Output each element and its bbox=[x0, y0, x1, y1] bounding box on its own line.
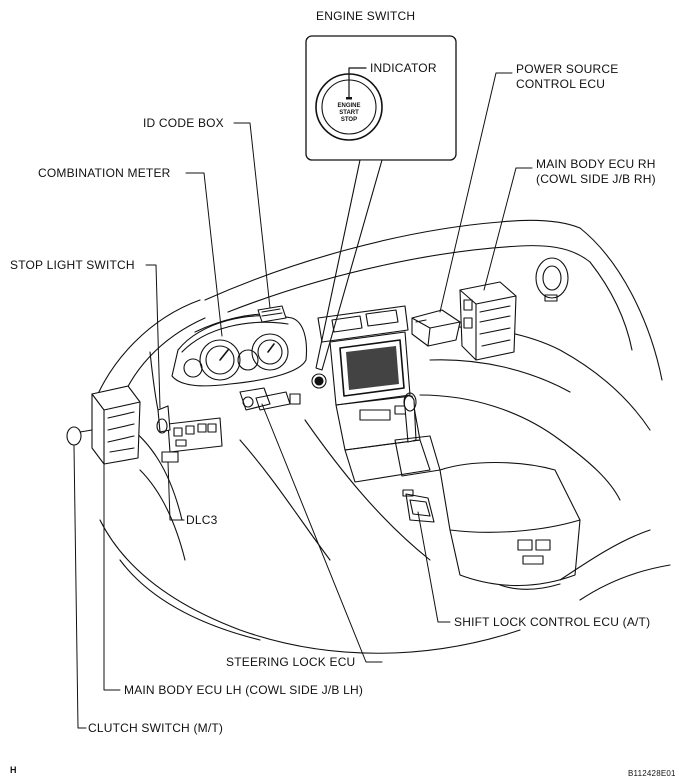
stop-light-switch-label: STOP LIGHT SWITCH bbox=[10, 258, 135, 272]
figure-id: B112428E01 bbox=[628, 769, 676, 778]
indicator-label: INDICATOR bbox=[370, 61, 437, 75]
button-text-start: START bbox=[339, 110, 359, 116]
button-text-stop: STOP bbox=[340, 117, 358, 123]
power-source-label-line2: CONTROL ECU bbox=[516, 77, 606, 91]
main-body-lh-label: MAIN BODY ECU LH (COWL SIDE J/B LH) bbox=[124, 683, 364, 697]
combination-meter-drawing bbox=[149, 305, 327, 463]
shift-lock-label: SHIFT LOCK CONTROL ECU (A/T) bbox=[454, 615, 651, 629]
dlc3-label: DLC3 bbox=[186, 513, 218, 527]
shift-console bbox=[394, 392, 581, 590]
engine-switch-title: ENGINE SWITCH bbox=[316, 9, 416, 23]
id-code-box-label: ID CODE BOX bbox=[143, 116, 224, 130]
power-source-ecu-drawing bbox=[411, 309, 461, 347]
button-text-engine: ENGINE bbox=[337, 103, 361, 109]
leader-lines bbox=[73, 72, 533, 729]
combination-meter-label: COMBINATION METER bbox=[38, 166, 171, 180]
main-body-rh-label-line1: MAIN BODY ECU RH bbox=[536, 157, 656, 171]
power-source-label-line1: POWER SOURCE bbox=[516, 62, 619, 76]
footer-left-mark: H bbox=[10, 765, 17, 775]
dashboard-outline bbox=[91, 219, 671, 654]
steering-lock-label: STEERING LOCK ECU bbox=[226, 655, 356, 669]
main-body-ecu-lh-drawing bbox=[66, 385, 141, 465]
main-body-rh-label-line2: (COWL SIDE J/B RH) bbox=[536, 172, 656, 186]
clutch-switch-label: CLUTCH SWITCH (M/T) bbox=[88, 721, 224, 735]
engine-switch-inset bbox=[305, 35, 457, 371]
main-body-ecu-rh-drawing bbox=[459, 281, 517, 361]
